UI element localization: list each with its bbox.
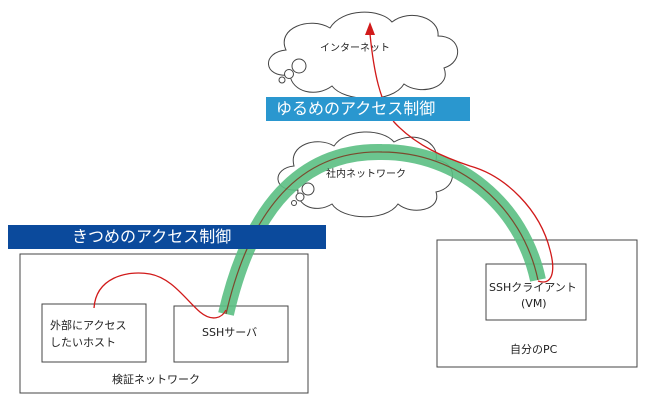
ssh-server-box bbox=[173, 305, 289, 363]
loose-access-banner: ゆるめのアクセス制御 bbox=[266, 97, 470, 121]
verification-network-label: 検証ネットワーク bbox=[112, 373, 200, 386]
external-host-label-line2: したいホスト bbox=[50, 336, 116, 349]
ssh-client-label-line2: (VM) bbox=[521, 297, 547, 310]
ssh-server-label: SSHサーバ bbox=[202, 326, 258, 339]
traffic-arrowhead bbox=[365, 22, 375, 35]
ssh-client-label-line1: SSHクライアント bbox=[489, 281, 577, 294]
internet-label: インターネット bbox=[320, 43, 390, 54]
my-pc-label: 自分のPC bbox=[510, 343, 558, 356]
strict-access-banner: きつめのアクセス制御 bbox=[8, 225, 326, 249]
corporate-network-label: 社内ネットワーク bbox=[326, 169, 406, 180]
traffic-path-host-to-server bbox=[93, 272, 227, 319]
external-host-label-line1: 外部にアクセス bbox=[50, 319, 127, 332]
external-host-box bbox=[41, 303, 147, 363]
